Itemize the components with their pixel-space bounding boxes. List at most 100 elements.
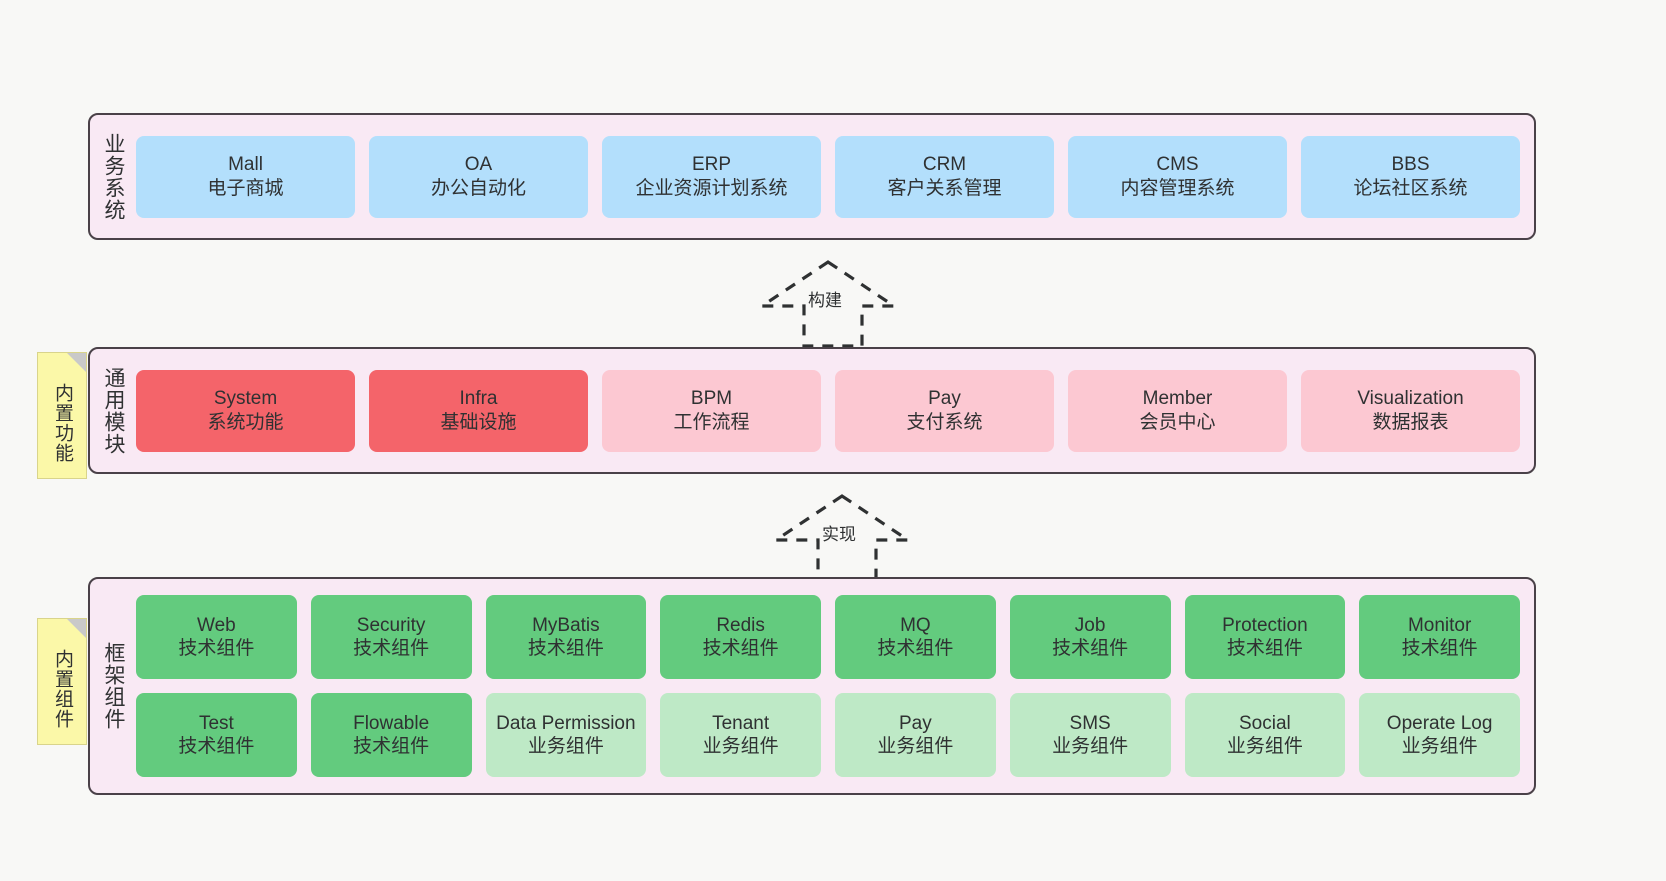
card-tenant[interactable]: Tenant 业务组件 — [660, 693, 821, 777]
card-title: Pay — [899, 712, 932, 734]
card-subtitle: 业务组件 — [877, 736, 954, 757]
card-subtitle: 技术组件 — [877, 638, 954, 659]
connector-build-label: 构建 — [808, 291, 842, 310]
card-subtitle: 系统功能 — [207, 411, 284, 433]
card-subtitle: 业务组件 — [1226, 736, 1303, 757]
card-infra[interactable]: Infra 基础设施 — [369, 369, 588, 452]
card-mybatis[interactable]: MyBatis 技术组件 — [485, 595, 647, 679]
card-bpm[interactable]: BPM 工作流程 — [602, 369, 821, 452]
card-title: Job — [1074, 614, 1106, 636]
card-title: Data Permission — [496, 712, 636, 734]
card-subtitle: 技术组件 — [1226, 638, 1303, 659]
layer-common-modules: 通用模块 System 系统功能 Infra 基础设施 BPM 工作流程 Pay… — [88, 347, 1536, 474]
card-member[interactable]: Member 会员中心 — [1068, 369, 1287, 452]
card-title: MyBatis — [532, 614, 600, 636]
card-security[interactable]: Security 技术组件 — [310, 595, 472, 679]
card-subtitle: 技术组件 — [178, 736, 255, 757]
card-title: Tenant — [712, 712, 770, 734]
note-builtin-components: 内置组件 — [37, 618, 87, 745]
card-system[interactable]: System 系统功能 — [136, 369, 355, 452]
card-subtitle: 业务组件 — [1401, 736, 1478, 757]
card-subtitle: 业务组件 — [702, 736, 779, 757]
card-data-permission[interactable]: Data Permission 业务组件 — [485, 693, 647, 777]
card-title: Redis — [716, 614, 765, 636]
card-subtitle: 支付系统 — [906, 411, 983, 433]
card-subtitle: 数据报表 — [1372, 411, 1449, 433]
card-monitor[interactable]: Monitor 技术组件 — [1359, 595, 1520, 679]
card-subtitle: 业务组件 — [527, 736, 604, 757]
card-title: CRM — [922, 154, 967, 176]
card-title: Member — [1142, 388, 1213, 410]
card-title: OA — [464, 154, 493, 176]
card-title: System — [213, 388, 278, 410]
card-visualization[interactable]: Visualization 数据报表 — [1301, 369, 1520, 452]
card-title: ERP — [691, 154, 732, 176]
card-subtitle: 会员中心 — [1139, 411, 1216, 433]
card-mall[interactable]: Mall 电子商城 — [136, 135, 355, 218]
framework-row-technical: Web 技术组件 Security 技术组件 MyBatis 技术组件 Redi… — [136, 595, 1520, 679]
card-subtitle: 客户关系管理 — [887, 177, 1002, 199]
note-builtin-features: 内置功能 — [37, 352, 87, 479]
card-title: Mall — [228, 154, 263, 176]
card-subtitle: 技术组件 — [702, 638, 779, 659]
card-subtitle: 业务组件 — [1052, 736, 1129, 757]
card-title: Monitor — [1407, 614, 1472, 636]
card-crm[interactable]: CRM 客户关系管理 — [835, 135, 1054, 218]
card-title: Social — [1239, 712, 1291, 734]
note-label: 内置组件 — [52, 648, 74, 729]
card-operate-log[interactable]: Operate Log 业务组件 — [1359, 693, 1520, 777]
card-protection[interactable]: Protection 技术组件 — [1184, 595, 1346, 679]
card-subtitle: 技术组件 — [353, 736, 430, 757]
card-web[interactable]: Web 技术组件 — [136, 595, 297, 679]
card-subtitle: 技术组件 — [1052, 638, 1129, 659]
card-subtitle: 论坛社区系统 — [1353, 177, 1468, 199]
card-title: SMS — [1069, 712, 1111, 734]
card-erp[interactable]: ERP 企业资源计划系统 — [602, 135, 821, 218]
card-test[interactable]: Test 技术组件 — [136, 693, 297, 777]
note-label: 内置功能 — [52, 382, 74, 463]
card-title: Infra — [459, 388, 498, 410]
card-title: CMS — [1156, 154, 1199, 176]
card-title: MQ — [900, 614, 931, 636]
card-pay-component[interactable]: Pay 业务组件 — [835, 693, 996, 777]
card-subtitle: 电子商城 — [207, 177, 284, 199]
card-subtitle: 技术组件 — [1401, 638, 1478, 659]
framework-row-business: Test 技术组件 Flowable 技术组件 Data Permission … — [136, 693, 1520, 777]
card-flowable[interactable]: Flowable 技术组件 — [310, 693, 472, 777]
connector-build-shape — [756, 260, 900, 348]
card-title: Web — [197, 614, 236, 636]
card-pay-module[interactable]: Pay 支付系统 — [835, 369, 1054, 452]
card-oa[interactable]: OA 办公自动化 — [369, 135, 588, 218]
card-title: BPM — [690, 388, 733, 410]
card-job[interactable]: Job 技术组件 — [1009, 595, 1171, 679]
layer-framework-components: 框架组件 Web 技术组件 Security 技术组件 MyBatis 技术组件… — [88, 577, 1536, 795]
layer-title-framework-components: 框架组件 — [101, 642, 125, 730]
card-bbs[interactable]: BBS 论坛社区系统 — [1301, 135, 1520, 218]
card-title: Protection — [1222, 614, 1308, 636]
layer-body-common-modules: System 系统功能 Infra 基础设施 BPM 工作流程 Pay 支付系统… — [136, 349, 1534, 472]
layer-body-business-systems: Mall 电子商城 OA 办公自动化 ERP 企业资源计划系统 CRM 客户关系… — [136, 115, 1534, 238]
card-social[interactable]: Social 业务组件 — [1184, 693, 1346, 777]
card-title: Pay — [928, 388, 961, 410]
card-subtitle: 办公自动化 — [430, 177, 526, 199]
connector-implement-label: 实现 — [822, 525, 856, 544]
card-redis[interactable]: Redis 技术组件 — [660, 595, 821, 679]
connector-build: 构建 — [756, 258, 900, 348]
card-mq[interactable]: MQ 技术组件 — [835, 595, 996, 679]
card-title: Operate Log — [1386, 712, 1493, 734]
card-cms[interactable]: CMS 内容管理系统 — [1068, 135, 1287, 218]
connector-implement: 实现 — [770, 492, 914, 582]
layer-body-framework-components: Web 技术组件 Security 技术组件 MyBatis 技术组件 Redi… — [136, 579, 1534, 793]
card-title: BBS — [1391, 154, 1430, 176]
card-title: Test — [198, 712, 234, 734]
card-sms[interactable]: SMS 业务组件 — [1009, 693, 1171, 777]
card-subtitle: 企业资源计划系统 — [635, 177, 788, 199]
card-title: Flowable — [353, 712, 430, 734]
card-title: Security — [356, 614, 426, 636]
card-subtitle: 技术组件 — [178, 638, 255, 659]
card-subtitle: 技术组件 — [353, 638, 430, 659]
card-subtitle: 技术组件 — [527, 638, 604, 659]
note-fold-icon — [67, 619, 86, 638]
card-subtitle: 内容管理系统 — [1120, 177, 1235, 199]
